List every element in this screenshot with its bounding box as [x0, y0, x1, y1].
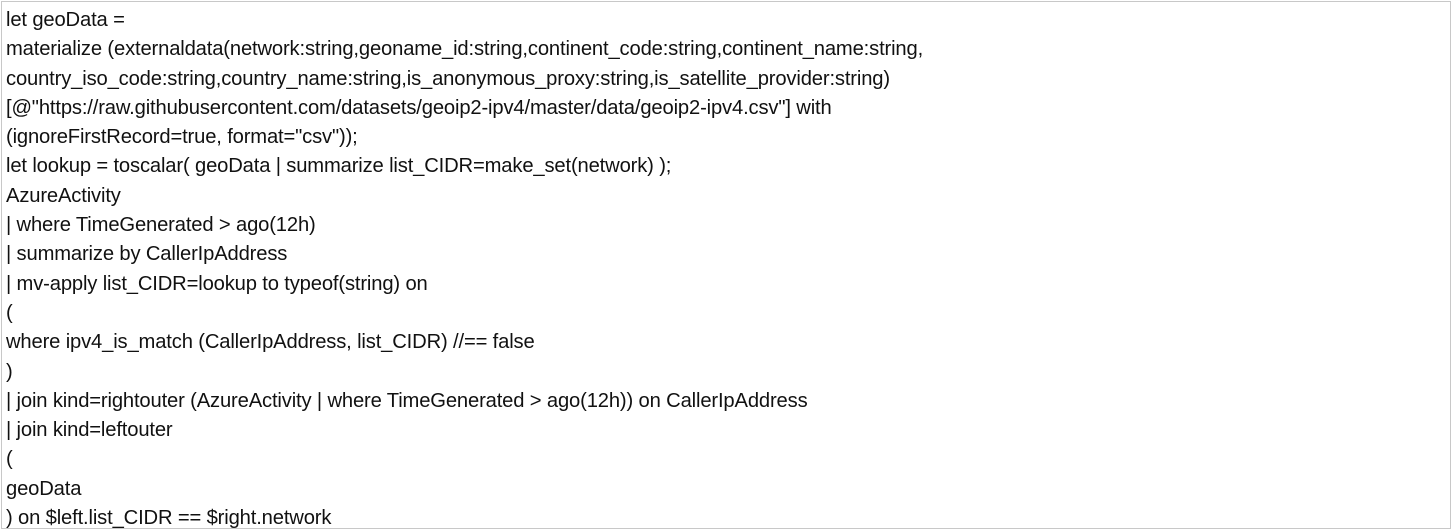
code-line: | summarize by CallerIpAddress	[6, 243, 288, 266]
code-line: )	[6, 360, 13, 383]
code-line: | join kind=leftouter	[6, 419, 173, 442]
code-line: (	[6, 448, 13, 471]
code-line: materialize (externaldata(network:string…	[6, 38, 924, 61]
code-line: | mv-apply list_CIDR=lookup to typeof(st…	[6, 272, 428, 295]
code-line: let geoData =	[6, 9, 125, 31]
code-line: | where TimeGenerated > ago(12h)	[6, 214, 316, 237]
code-line: ) on $left.list_CIDR == $right.network	[6, 507, 332, 529]
code-line: country_iso_code:string,country_name:str…	[6, 67, 890, 90]
code-line: | join kind=rightouter (AzureActivity | …	[6, 389, 808, 412]
code-line: [@"https://raw.githubusercontent.com/dat…	[6, 96, 832, 119]
code-line: let lookup = toscalar( geoData | summari…	[6, 155, 672, 178]
code-line: (ignoreFirstRecord=true, format="csv"));	[6, 126, 358, 149]
code-line: geoData	[6, 477, 82, 500]
code-line: where ipv4_is_match (CallerIpAddress, li…	[6, 331, 535, 354]
code-block: let geoData = materialize (externaldata(…	[6, 6, 1444, 529]
code-line: (	[6, 301, 13, 324]
code-line: AzureActivity	[6, 184, 121, 207]
